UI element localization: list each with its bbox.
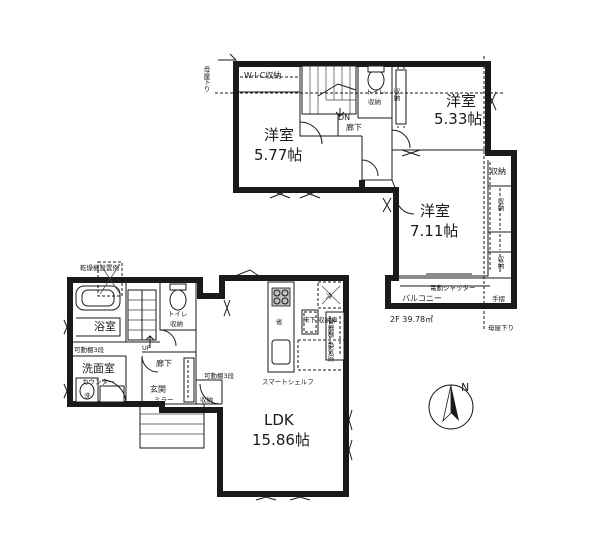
ps-label: PS: [198, 292, 206, 300]
wash-mark: 洗: [84, 391, 91, 400]
toilet-2f-label: トイレ: [366, 88, 386, 96]
bathtub: [75, 261, 123, 337]
first-floor: [63, 261, 353, 501]
fridge-mark: 冷: [326, 291, 333, 300]
wic-label: W-I-C収納: [244, 70, 281, 80]
first-floor-outer-wall: [67, 275, 349, 497]
kitchen: [267, 281, 345, 373]
compass-needle-icon: [451, 385, 459, 421]
smart-shelf-label: スマートシェルフ: [262, 378, 314, 386]
hall-2f-label: 廊下: [346, 122, 362, 132]
toilet-1f-fixture: [169, 283, 187, 311]
eave-bottom-label: 母屋下り: [488, 324, 514, 332]
shutter-label: 電動シャッター: [430, 283, 476, 292]
compass-label: N: [461, 381, 469, 394]
ldk-name: LDK: [264, 411, 295, 429]
dn-label: DN: [338, 113, 350, 122]
storage-1f-label: 収納: [170, 319, 183, 328]
stairs-1f: [127, 289, 157, 348]
entrance-label: 玄関: [150, 384, 166, 394]
pantry-label: 食器棚: [326, 317, 334, 339]
storage-c1-label: 収納: [490, 166, 506, 176]
room-b-name: 洋室: [446, 92, 476, 110]
ih-mark: 省: [276, 317, 283, 326]
room-a-name: 洋室: [264, 126, 294, 144]
toilet-2f-fixture: [367, 65, 385, 91]
handrail-label: 手摺: [492, 294, 506, 303]
balcony-label: バルコニー: [402, 294, 442, 303]
ldk-size: 15.86帖: [252, 431, 310, 449]
counter-label: カウンター: [82, 377, 115, 386]
recess-label: 床下 収納庫: [303, 315, 338, 324]
storage-c3-label: 収納: [496, 256, 504, 270]
room-b-size: 5.33帖: [434, 110, 482, 128]
floor-area-label: 2F 39.78㎡: [390, 315, 433, 324]
hall-1f-label: 廊下: [156, 358, 172, 368]
shelf-label-2: 可動棚3段: [204, 371, 235, 380]
storage-b-label: 収納: [392, 88, 400, 103]
eave-top-label: 母屋下り: [202, 66, 210, 93]
toilet-1f-label: トイレ: [168, 310, 188, 318]
ventilation-label: 換気扇: [326, 341, 334, 363]
up-label: UP: [142, 344, 151, 352]
room-c-size: 7.11帖: [410, 222, 458, 240]
storage-c2-label: 収納: [496, 198, 504, 213]
room-a-size: 5.77帖: [254, 146, 302, 164]
mirror-label: ミラー: [154, 396, 174, 404]
washroom-label: 洗面室: [82, 361, 115, 375]
storage-1f-b-label: 収納: [200, 395, 213, 404]
storage-2f-top-label: 収納: [368, 97, 381, 106]
dryer-label: 乾燥機設置例: [80, 263, 119, 272]
stairs-2f: [301, 65, 357, 117]
room-c-name: 洋室: [420, 202, 450, 220]
bath-label: 浴室: [94, 319, 116, 333]
second-floor: [215, 53, 517, 330]
compass: N: [428, 381, 474, 430]
shelf-label-1: 可動棚3段: [74, 345, 105, 354]
